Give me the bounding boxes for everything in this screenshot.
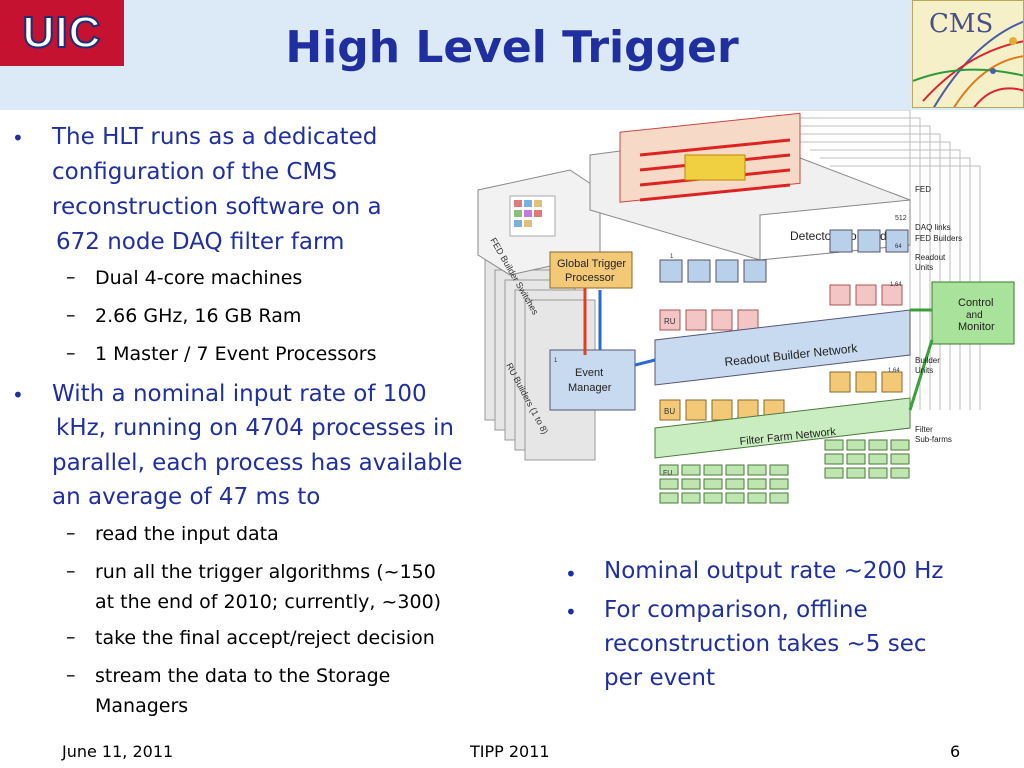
cm-label-3: Monitor [958,321,995,333]
event-manager: Event Manager [549,349,636,411]
bullet-1-line-2: configuration of the CMS [52,159,337,185]
bullet-dot-icon: • [12,126,24,150]
sub-2-4-line-2: Managers [95,695,189,717]
daq-architecture-diagram: FED Builder Switches Detector Frontends … [477,110,1015,504]
cm-label-1: Control [958,297,993,309]
filter-farm-network: Filter Farm Network [654,397,911,459]
ru-row-pink [659,284,903,331]
bullet-1-line-3: reconstruction software on a [52,194,382,220]
num-512: 512 [895,215,907,222]
side-label-builder-units: Units [915,366,933,375]
sub-2-1: read the input data [95,523,279,545]
side-label-filter: Filter [915,425,933,434]
sub-1-1: Dual 4-core machines [95,267,303,289]
box-numbers: 64 1,64 1 1 1,64 [554,244,902,374]
sub-1-3: 1 Master / 7 Event Processors [95,343,377,365]
right-bullet-2-line-2: reconstruction takes ~5 sec [604,631,927,657]
side-label-units: Units [915,263,933,272]
side-labels: FED DAQ links FED Builders Readout Units… [915,185,962,444]
bu-label: BU [664,407,675,416]
sub-2-2-line-2: at the end of 2010; currently, ~300) [95,591,442,613]
sub-1-2: 2.66 GHz, 16 GB Ram [95,305,302,327]
fu-grid [659,439,910,504]
ru-row-top [659,229,909,283]
dash-icon: – [66,560,76,582]
dash-icon: – [66,664,76,686]
event-manager-label-1: Event [575,367,603,379]
num-184: 1,64 [890,282,902,288]
sub-2-3: take the final accept/reject decision [95,627,435,649]
bullet-2-line-4: an average of 47 ms to [52,484,321,510]
dash-icon: – [66,626,76,648]
bullet-2-line-1: With a nominal input rate of 100 [52,381,427,407]
dash-icon: – [66,522,76,544]
footer-event: TIPP 2011 [470,742,550,761]
num-184b: 1,64 [888,368,900,374]
cm-label-2: and [966,310,983,321]
fed-grid [514,200,542,227]
uic-logo-text: UIC [22,7,102,58]
bullet-dot-icon: • [565,600,577,624]
side-label-subfarms: Sub-farms [915,435,952,444]
sub-2-4-line-1: stream the data to the Storage [95,665,391,687]
footer-date: June 11, 2011 [62,742,174,761]
slide-title: High Level Trigger [285,22,739,73]
side-label-fed: FED [915,185,931,194]
bullet-1-line-1: The HLT runs as a dedicated [52,124,378,150]
num-1a: 1 [554,358,558,364]
bullet-2-line-3: parallel, each process has available [52,450,463,476]
uic-logo: UIC [0,0,124,66]
fu-label: FU [663,470,672,477]
bullet-dot-icon: • [565,562,577,586]
dash-icon: – [66,342,76,364]
sub-2-2-line-1: run all the trigger algorithms (~150 [95,561,436,583]
footer-page-number: 6 [950,742,961,761]
right-bullet-2-line-3: per event [604,665,716,691]
dash-icon: – [66,304,76,326]
bullet-dot-icon: • [12,383,24,407]
event-manager-label-2: Manager [568,382,612,394]
side-label-daq-links: DAQ links [915,223,951,232]
global-trigger-processor: Global Trigger Processor [549,251,633,289]
right-bullet-1: Nominal output rate ~200 Hz [604,558,944,584]
cms-logo-text: CMS [929,9,994,39]
side-label-readout: Readout [915,253,946,262]
cms-logo-tracks-icon [913,20,1023,107]
right-bullet-2-line-1: For comparison, offline [604,597,868,623]
bullet-1-line-4: 672 node DAQ filter farm [56,229,345,255]
control-monitor: Control and Monitor [931,281,1015,345]
num-1: 1 [670,254,674,260]
ru-label: RU [664,317,676,326]
header-band [0,0,1024,110]
gtp-label-1: Global Trigger [557,258,626,270]
readout-builder-network: Readout Builder Network [654,309,911,386]
bullet-2-line-2: kHz, running on 4704 processes in [56,415,454,441]
connection-lines [583,288,934,411]
num-64: 64 [895,244,902,250]
gtp-label-2: Processor [565,272,615,284]
dash-icon: – [66,266,76,288]
side-label-builder: Builder [915,356,940,365]
bu-row [659,371,903,421]
side-label-fed-builders: FED Builders [915,234,962,243]
